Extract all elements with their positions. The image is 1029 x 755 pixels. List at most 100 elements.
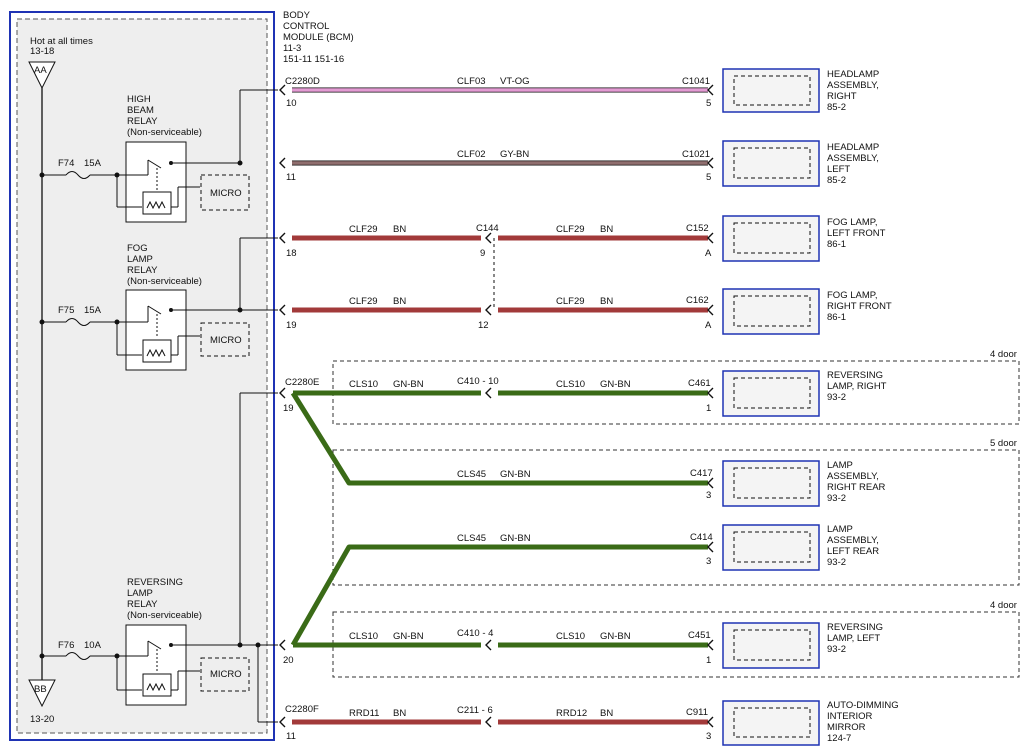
- circuit-mirror: 11 RRD11 BN C211 - 6 RRD12 BN C911 3 AUT…: [286, 700, 899, 744]
- svg-text:LAMP: LAMP: [127, 254, 153, 265]
- svg-text:C417: C417: [690, 468, 713, 479]
- circuit-lamp-right-rear: CLS45 GN-BN C417 3 LAMP ASSEMBLY, RIGHT …: [457, 460, 886, 504]
- svg-text:GN-BN: GN-BN: [500, 533, 531, 544]
- svg-text:C911: C911: [686, 707, 708, 718]
- svg-text:LAMP: LAMP: [127, 588, 153, 599]
- svg-text:18: 18: [286, 248, 297, 259]
- svg-text:CLF29: CLF29: [556, 296, 585, 307]
- svg-text:LEFT: LEFT: [827, 164, 850, 175]
- svg-text:AUTO-DIMMING: AUTO-DIMMING: [827, 700, 899, 711]
- option-box-4door-bottom: [332, 611, 1020, 678]
- svg-text:15A: 15A: [84, 158, 102, 169]
- svg-text:GN-BN: GN-BN: [500, 469, 531, 480]
- svg-text:CLS10: CLS10: [556, 379, 585, 390]
- connector-c2280d: C2280D: [285, 76, 320, 87]
- svg-text:ASSEMBLY,: ASSEMBLY,: [827, 80, 879, 91]
- svg-text:CLF03: CLF03: [457, 76, 486, 87]
- circuit-reversing-left: 20 CLS10 GN-BN C410 - 4 CLS10 GN-BN C451…: [283, 622, 883, 666]
- svg-text:A: A: [705, 248, 712, 259]
- svg-text:1: 1: [706, 655, 711, 666]
- circuit-reversing-right: 19 CLS10 GN-BN C410 - 10 CLS10 GN-BN C46…: [283, 370, 887, 414]
- svg-text:RELAY: RELAY: [127, 599, 158, 610]
- high-beam-relay: HIGH BEAM RELAY (Non-serviceable) F74 15…: [39, 94, 250, 223]
- component-boxes: [722, 68, 820, 746]
- svg-text:MIRROR: MIRROR: [827, 722, 866, 733]
- svg-text:LEFT REAR: LEFT REAR: [827, 546, 879, 557]
- svg-text:INTERIOR: INTERIOR: [827, 711, 873, 722]
- svg-text:RELAY: RELAY: [127, 265, 158, 276]
- svg-text:15A: 15A: [84, 305, 102, 316]
- svg-text:CLF02: CLF02: [457, 149, 486, 160]
- svg-text:(Non-serviceable): (Non-serviceable): [127, 127, 202, 138]
- svg-text:LAMP: LAMP: [827, 524, 853, 535]
- svg-text:CLS10: CLS10: [349, 379, 378, 390]
- bcm-module-border: [9, 11, 275, 741]
- svg-text:MODULE (BCM): MODULE (BCM): [283, 32, 354, 43]
- svg-text:RELAY: RELAY: [127, 116, 158, 127]
- svg-text:C1021: C1021: [682, 149, 710, 160]
- connector-arrows: [279, 84, 714, 728]
- svg-text:(Non-serviceable): (Non-serviceable): [127, 276, 202, 287]
- svg-text:5: 5: [706, 172, 711, 183]
- svg-text:19: 19: [286, 320, 297, 331]
- svg-text:12: 12: [478, 320, 489, 331]
- fuse-f74-icon: [65, 171, 91, 179]
- svg-text:CLS10: CLS10: [556, 631, 585, 642]
- svg-text:LEFT FRONT: LEFT FRONT: [827, 228, 886, 239]
- svg-text:BEAM: BEAM: [127, 105, 154, 116]
- connector-c2280f: C2280F: [285, 704, 319, 715]
- svg-text:3: 3: [706, 490, 711, 501]
- svg-text:BN: BN: [393, 296, 406, 307]
- svg-text:GN-BN: GN-BN: [600, 379, 631, 390]
- svg-text:RIGHT FRONT: RIGHT FRONT: [827, 301, 892, 312]
- reversing-lamp-relay: REVERSING LAMP RELAY (Non-serviceable) F…: [39, 577, 258, 706]
- svg-text:FOG: FOG: [127, 243, 148, 254]
- connector-bb-label: BB: [34, 684, 47, 695]
- svg-text:11-3: 11-3: [283, 43, 301, 54]
- connector-aa-triangle: [28, 61, 56, 90]
- svg-text:VT-OG: VT-OG: [500, 76, 530, 87]
- svg-text:CLF29: CLF29: [349, 296, 378, 307]
- option-4door-bottom-label: 4 door: [990, 600, 1017, 611]
- svg-text:LAMP: LAMP: [827, 460, 853, 471]
- svg-text:BN: BN: [600, 296, 613, 307]
- svg-text:A: A: [705, 320, 712, 331]
- svg-text:BN: BN: [600, 224, 613, 235]
- svg-text:C144: C144: [476, 223, 499, 234]
- svg-text:85-2: 85-2: [827, 102, 846, 113]
- svg-text:REVERSING: REVERSING: [827, 370, 883, 381]
- svg-text:1: 1: [706, 403, 711, 414]
- svg-text:10: 10: [286, 98, 297, 109]
- wire-cls45-right-rear: [290, 391, 708, 486]
- hot-ref: 13-18: [30, 46, 54, 57]
- svg-text:C162: C162: [686, 295, 709, 306]
- svg-text:BN: BN: [393, 224, 406, 235]
- hot-at-all-times-label: Hot at all times: [30, 36, 93, 47]
- svg-text:CLS45: CLS45: [457, 469, 486, 480]
- fuse-f75-icon: [65, 318, 91, 326]
- svg-text:19: 19: [283, 403, 294, 414]
- svg-text:85-2: 85-2: [827, 175, 846, 186]
- svg-text:5: 5: [706, 98, 711, 109]
- svg-text:ASSEMBLY,: ASSEMBLY,: [827, 471, 879, 482]
- micro-label: MICRO: [210, 188, 242, 199]
- svg-text:10A: 10A: [84, 640, 102, 651]
- option-5door-label: 5 door: [990, 438, 1017, 449]
- svg-text:93-2: 93-2: [827, 557, 846, 568]
- svg-text:F76: F76: [58, 640, 74, 651]
- svg-text:RRD11: RRD11: [349, 708, 379, 719]
- option-4door-top-label: 4 door: [990, 349, 1017, 360]
- svg-text:RIGHT: RIGHT: [827, 91, 857, 102]
- wire-cls45-left-rear: [290, 544, 708, 647]
- svg-text:HEADLAMP: HEADLAMP: [827, 69, 879, 80]
- micro-label: MICRO: [210, 669, 242, 680]
- svg-text:CLS10: CLS10: [349, 631, 378, 642]
- svg-text:BN: BN: [600, 708, 613, 719]
- svg-text:RRD12: RRD12: [556, 708, 587, 719]
- svg-text:C152: C152: [686, 223, 709, 234]
- svg-text:CONTROL: CONTROL: [283, 21, 329, 32]
- svg-text:93-2: 93-2: [827, 392, 846, 403]
- svg-text:HIGH: HIGH: [127, 94, 151, 105]
- svg-text:REVERSING: REVERSING: [827, 622, 883, 633]
